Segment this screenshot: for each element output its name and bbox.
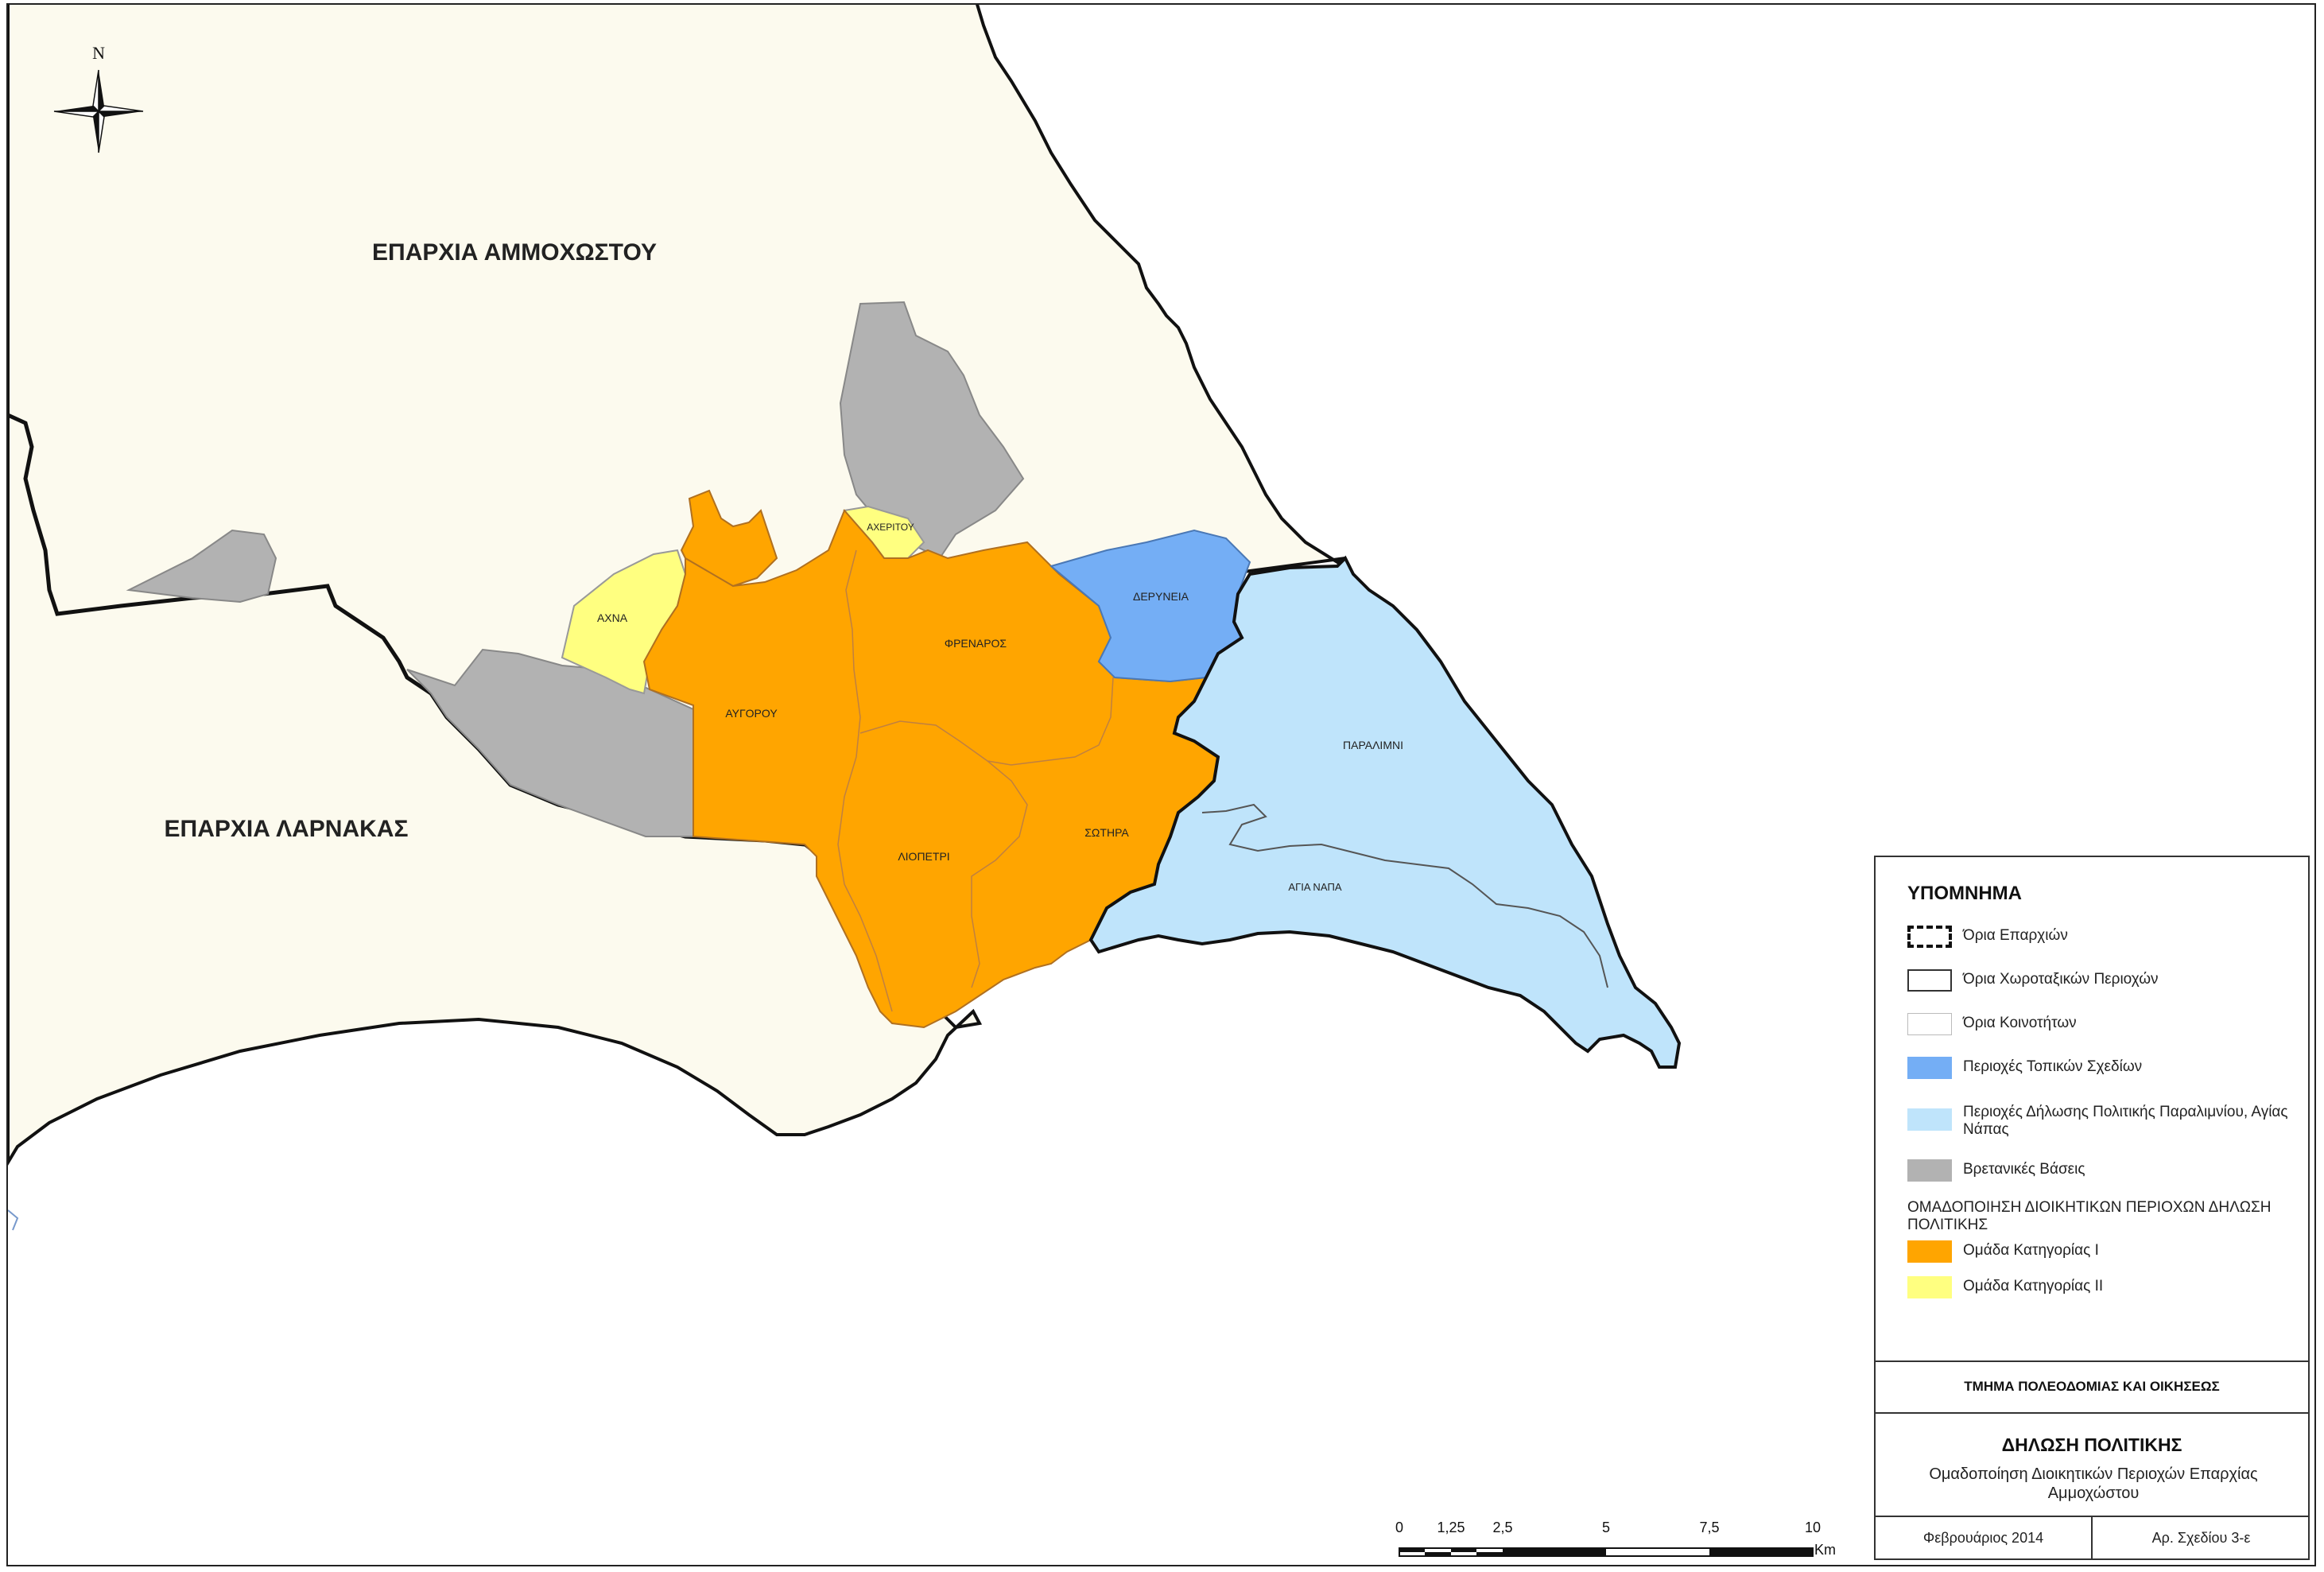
- coast-mark: [8, 1209, 19, 1231]
- legend-label: Ομάδα Κατηγορίας ΙΙ: [1963, 1278, 2104, 1294]
- scale-tick-5: 10: [1804, 1520, 1822, 1535]
- scale-bar: 0 1,25 2,5 5 7,5 10 Km: [1395, 1520, 1841, 1559]
- legend-group-heading: ΟΜΑΔΟΠΟΙΗΣΗ ΔΙΟΙΚΗΤΙΚΩΝ ΠΕΡΙΟΧΩΝ ΔΗΛΩΣΗ …: [1907, 1199, 2272, 1233]
- label-larnaca-district: ΕΠΑΡΧΙΑ ΛΑΡΝΑΚΑΣ: [165, 816, 409, 842]
- department-name: ΤΜΗΜΑ ΠΟΛΕΟΔΟΜΙΑΣ ΚΑΙ ΟΙΚΗΣΕΩΣ: [1876, 1360, 2308, 1414]
- legend-label: Όρια Κοινοτήτων: [1963, 1015, 2077, 1031]
- label-liopetri: ΛΙΟΠΕΤΡΙ: [898, 850, 949, 863]
- scale-unit: Km: [1814, 1542, 1836, 1558]
- british-base-dhekelia-west: [126, 529, 277, 604]
- north-label: N: [92, 43, 105, 63]
- legend-swatch-british-bases: [1907, 1159, 1952, 1182]
- north-arrow-icon: N: [53, 43, 144, 153]
- scale-tick-3: 5: [1601, 1520, 1611, 1535]
- legend-item-planning-boundaries: Όρια Χωροταξικών Περιοχών: [1907, 969, 2297, 996]
- label-agia-napa: ΑΓΙΑ ΝΑΠΑ: [1288, 881, 1341, 893]
- scale-tick-2: 2,5: [1492, 1520, 1513, 1535]
- area-paralimni-agia-napa: [1088, 555, 1682, 1069]
- legend-items: ΥΠΟΜΝΗΜΑ Όρια Επαρχιών Όρια Χωροταξικών …: [1876, 857, 2308, 1362]
- label-sotira: ΣΩΤΗΡΑ: [1084, 826, 1129, 839]
- scale-tick-0: 0: [1395, 1520, 1404, 1535]
- legend-swatch-category-2: [1907, 1276, 1952, 1298]
- label-famagusta-district: ΕΠΑΡΧΙΑ ΑΜΜΟΧΩΣΤΟΥ: [372, 239, 657, 266]
- map-frame: ΕΠΑΡΧΙΑ ΑΜΜΟΧΩΣΤΟΥ ΕΠΑΡΧΙΑ ΛΑΡΝΑΚΑΣ ΑΧΝΑ…: [6, 3, 2316, 1566]
- legend-item-local-plans: Περιοχές Τοπικών Σχεδίων: [1907, 1057, 2297, 1084]
- legend-label: Περιοχές Δήλωσης Πολιτικής Παραλιμνίου, …: [1963, 1104, 2288, 1138]
- legend-swatch-province: [1907, 926, 1952, 948]
- label-acheritou: ΑΧΕΡΙΤΟΥ: [867, 522, 914, 533]
- legend-item-category-1: Ομάδα Κατηγορίας Ι: [1907, 1240, 2297, 1267]
- legend-item-community-boundaries: Όρια Κοινοτήτων: [1907, 1013, 2297, 1040]
- label-avgorou: ΑΥΓΟΡΟΥ: [725, 707, 778, 720]
- legend-label: Όρια Χωροταξικών Περιοχών: [1963, 971, 2159, 988]
- legend-swatch-policy-areas: [1907, 1108, 1952, 1131]
- legend-title: ΥΠΟΜΝΗΜΑ: [1907, 883, 2022, 904]
- boundary-paralimni-agia-napa: [1201, 803, 1608, 988]
- legend-swatch-local-plans: [1907, 1057, 1952, 1079]
- scale-tick-1: 1,25: [1437, 1520, 1465, 1535]
- declaration-block: ΔΗΛΩΣΗ ΠΟΛΙΤΙΚΗΣ Ομαδοποίηση Διοικητικών…: [1876, 1412, 2308, 1517]
- legend-label: Περιοχές Τοπικών Σχεδίων: [1963, 1058, 2143, 1075]
- plan-number: Αρ. Σχεδίου 3-ε: [2151, 1530, 2251, 1546]
- legend-label: Ομάδα Κατηγορίας Ι: [1963, 1242, 2099, 1259]
- label-frenaros: ΦΡΕΝΑΡΟΣ: [945, 637, 1007, 650]
- legend-swatch-planning: [1907, 969, 1952, 992]
- legend-item-category-2: Ομάδα Κατηγορίας ΙΙ: [1907, 1276, 2297, 1303]
- declaration-subtitle: Ομαδοποίηση Διοικητικών Περιοχών Επαρχία…: [1929, 1465, 2258, 1502]
- legend-panel: ΥΠΟΜΝΗΜΑ Όρια Επαρχιών Όρια Χωροταξικών …: [1874, 856, 2310, 1560]
- declaration-title: ΔΗΛΩΣΗ ΠΟΛΙΤΙΚΗΣ: [2001, 1434, 2182, 1455]
- label-deryneia: ΔΕΡΥΝΕΙΑ: [1133, 590, 1189, 603]
- legend-item-policy-areas: Περιοχές Δήλωσης Πολιτικής Παραλιμνίου, …: [1907, 1102, 2297, 1142]
- scale-bar-graphic: [1399, 1547, 1814, 1557]
- legend-item-british-bases: Βρετανικές Βάσεις: [1907, 1159, 2297, 1186]
- map-canvas: ΕΠΑΡΧΙΑ ΑΜΜΟΧΩΣΤΟΥ ΕΠΑΡΧΙΑ ΛΑΡΝΑΚΑΣ ΑΧΝΑ…: [8, 5, 2314, 1565]
- legend-swatch-category-1: [1907, 1240, 1952, 1263]
- legend-label: Βρετανικές Βάσεις: [1963, 1161, 2085, 1178]
- legend-swatch-community: [1907, 1013, 1952, 1035]
- plan-date: Φεβρουάριος 2014: [1876, 1516, 2093, 1560]
- scale-tick-4: 7,5: [1699, 1520, 1720, 1535]
- legend-label: Όρια Επαρχιών: [1963, 927, 2068, 944]
- legend-item-province-boundaries: Όρια Επαρχιών: [1907, 926, 2297, 953]
- community-boundaries: [837, 549, 1114, 1012]
- label-paralimni: ΠΑΡΑΛΙΜΝΙ: [1343, 739, 1403, 751]
- label-achna: ΑΧΝΑ: [597, 611, 628, 624]
